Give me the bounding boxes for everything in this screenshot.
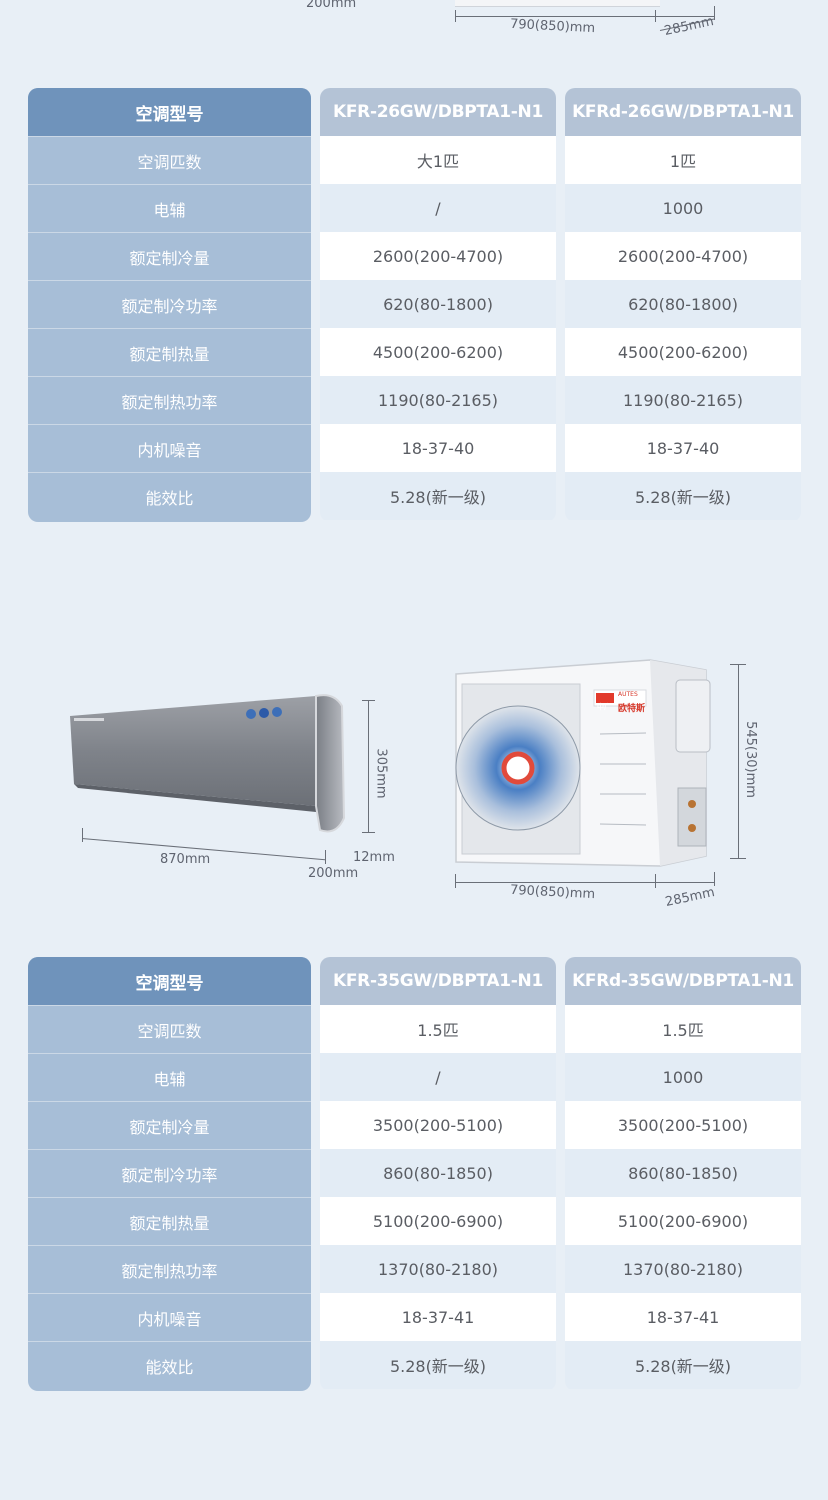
spec-table-2-model-b: KFRd-35GW/DBPTA1-N1 1.5匹 1000 3500(200-5… bbox=[565, 957, 801, 1391]
indoor-width-tick-left bbox=[82, 828, 83, 842]
model-value: 大1匹 bbox=[320, 136, 556, 184]
top-width-line bbox=[455, 16, 715, 17]
outdoor-width-tick-left bbox=[455, 874, 456, 888]
model-name: KFRd-26GW/DBPTA1-N1 bbox=[565, 88, 801, 136]
model-value: 5.28(新一级) bbox=[320, 1341, 556, 1389]
spec-table-1: 空调型号 空调匹数 电辅 额定制冷量 额定制冷功率 额定制热量 额定制热功率 内… bbox=[28, 88, 802, 522]
indoor-height-label: 305mm bbox=[373, 748, 389, 799]
model-name: KFRd-35GW/DBPTA1-N1 bbox=[565, 957, 801, 1005]
model-name: KFR-26GW/DBPTA1-N1 bbox=[320, 88, 556, 136]
model-value: 1.5匹 bbox=[320, 1005, 556, 1053]
outdoor-brand-badge: 中广 bbox=[597, 703, 611, 711]
indoor-height-tick-top bbox=[362, 700, 375, 701]
outdoor-width-tick-mid bbox=[655, 874, 656, 888]
model-value: 5.28(新一级) bbox=[320, 472, 556, 520]
indoor-width-tick-right bbox=[325, 850, 326, 864]
top-side-label: 285mm bbox=[662, 13, 716, 40]
top-depth-label: 200mm bbox=[306, 0, 357, 11]
spec-table-2-label-column: 空调型号 空调匹数 电辅 额定制冷量 额定制冷功率 额定制热量 额定制热功率 内… bbox=[28, 957, 311, 1391]
model-value: 1190(80-2165) bbox=[565, 376, 801, 424]
model-value: 18-37-40 bbox=[565, 424, 801, 472]
outdoor-depth-label: 285mm bbox=[663, 884, 717, 911]
spec-table-1-header: 空调型号 bbox=[28, 88, 311, 136]
model-value: 3500(200-5100) bbox=[565, 1101, 801, 1149]
model-value: 5100(200-6900) bbox=[320, 1197, 556, 1245]
top-width-tick-mid bbox=[655, 10, 656, 22]
row-label-energy-efficiency: 能效比 bbox=[28, 1341, 311, 1389]
row-label-heating-power: 额定制热功率 bbox=[28, 376, 311, 424]
model-value: 1匹 bbox=[565, 136, 801, 184]
outdoor-height-label: 545(30)mm bbox=[742, 721, 758, 798]
outdoor-height-tick-bottom bbox=[730, 858, 746, 859]
model-name: KFR-35GW/DBPTA1-N1 bbox=[320, 957, 556, 1005]
model-value: 1190(80-2165) bbox=[320, 376, 556, 424]
row-label-indoor-noise: 内机噪音 bbox=[28, 1293, 311, 1341]
top-width-tick-left bbox=[455, 10, 456, 22]
model-value: 860(80-1850) bbox=[565, 1149, 801, 1197]
model-value: 1370(80-2180) bbox=[320, 1245, 556, 1293]
model-value: 2600(200-4700) bbox=[565, 232, 801, 280]
row-label-cooling-capacity: 额定制冷量 bbox=[28, 232, 311, 280]
spec-table-1-label-column: 空调型号 空调匹数 电辅 额定制冷量 额定制冷功率 额定制热量 额定制热功率 内… bbox=[28, 88, 311, 522]
row-label-cooling-capacity: 额定制冷量 bbox=[28, 1101, 311, 1149]
outdoor-height-tick-top bbox=[730, 664, 746, 665]
top-width-label: 790(850)mm bbox=[509, 16, 596, 37]
model-value: 5100(200-6900) bbox=[565, 1197, 801, 1245]
indoor-unit-image bbox=[70, 694, 346, 833]
model-value: 18-37-41 bbox=[320, 1293, 556, 1341]
model-value: 5.28(新一级) bbox=[565, 1341, 801, 1389]
row-label-heating-capacity: 额定制热量 bbox=[28, 1197, 311, 1245]
model-value: 5.28(新一级) bbox=[565, 472, 801, 520]
row-label-electric-heater: 电辅 bbox=[28, 1053, 311, 1101]
model-value: 620(80-1800) bbox=[320, 280, 556, 328]
model-value: / bbox=[320, 184, 556, 232]
outdoor-brand-name: 欧特斯 bbox=[618, 704, 646, 714]
model-value: 620(80-1800) bbox=[565, 280, 801, 328]
spec-table-1-model-b: KFRd-26GW/DBPTA1-N1 1匹 1000 2600(200-470… bbox=[565, 88, 801, 522]
spec-table-2-header: 空调型号 bbox=[28, 957, 311, 1005]
model-value: 18-37-41 bbox=[565, 1293, 801, 1341]
row-label-horsepower: 空调匹数 bbox=[28, 136, 311, 184]
spec-table-1-model-a: KFR-26GW/DBPTA1-N1 大1匹 / 2600(200-4700) … bbox=[320, 88, 556, 522]
model-value: 18-37-40 bbox=[320, 424, 556, 472]
model-value: / bbox=[320, 1053, 556, 1101]
indoor-depth-label: 200mm bbox=[308, 866, 359, 881]
model-value: 4500(200-6200) bbox=[320, 328, 556, 376]
outdoor-width-line bbox=[455, 882, 715, 883]
indoor-gap-label: 12mm bbox=[353, 850, 395, 865]
model-value: 1370(80-2180) bbox=[565, 1245, 801, 1293]
model-value: 1.5匹 bbox=[565, 1005, 801, 1053]
row-label-electric-heater: 电辅 bbox=[28, 184, 311, 232]
indoor-width-label: 870mm bbox=[160, 852, 211, 867]
outdoor-width-tick-right bbox=[714, 872, 715, 886]
spec-table-2-model-a: KFR-35GW/DBPTA1-N1 1.5匹 / 3500(200-5100)… bbox=[320, 957, 556, 1391]
top-width-tick-right bbox=[714, 6, 715, 20]
model-value: 860(80-1850) bbox=[320, 1149, 556, 1197]
outdoor-width-label: 790(850)mm bbox=[509, 882, 596, 903]
row-label-indoor-noise: 内机噪音 bbox=[28, 424, 311, 472]
outdoor-height-line bbox=[738, 664, 739, 858]
model-value: 4500(200-6200) bbox=[565, 328, 801, 376]
outdoor-brand-en: AUTES bbox=[618, 691, 638, 698]
indoor-height-line bbox=[368, 700, 369, 832]
row-label-heating-power: 额定制热功率 bbox=[28, 1245, 311, 1293]
row-label-cooling-power: 额定制冷功率 bbox=[28, 1149, 311, 1197]
row-label-cooling-power: 额定制冷功率 bbox=[28, 280, 311, 328]
model-value: 2600(200-4700) bbox=[320, 232, 556, 280]
outdoor-unit-image bbox=[455, 659, 711, 867]
model-value: 3500(200-5100) bbox=[320, 1101, 556, 1149]
outdoor-unit-base-remnant bbox=[455, 0, 660, 7]
model-value: 1000 bbox=[565, 1053, 801, 1101]
indoor-height-tick-bottom bbox=[362, 832, 375, 833]
model-value: 1000 bbox=[565, 184, 801, 232]
spec-table-2: 空调型号 空调匹数 电辅 额定制冷量 额定制冷功率 额定制热量 额定制热功率 内… bbox=[28, 957, 802, 1391]
row-label-heating-capacity: 额定制热量 bbox=[28, 328, 311, 376]
row-label-horsepower: 空调匹数 bbox=[28, 1005, 311, 1053]
row-label-energy-efficiency: 能效比 bbox=[28, 472, 311, 520]
